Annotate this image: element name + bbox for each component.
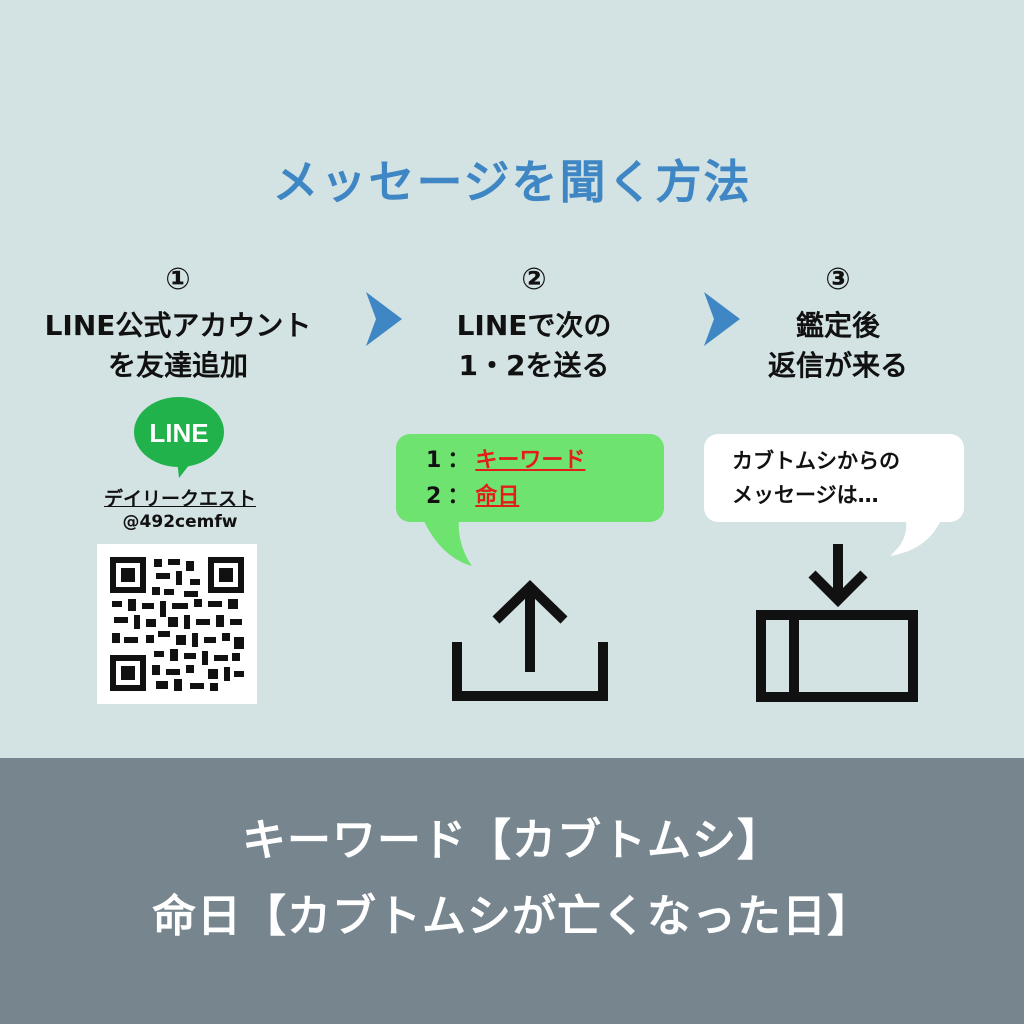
line-logo-text: LINE — [149, 418, 208, 448]
line-logo-icon[interactable]: LINE — [133, 396, 225, 484]
step-1-heading: ① LINE公式アカウント を友達追加 — [0, 262, 356, 386]
send-row-1-keyword: キーワード — [475, 448, 586, 473]
step-2-line-2: 1・2を送る — [458, 349, 610, 382]
inbox-download-icon — [756, 544, 918, 702]
bottom-band — [0, 758, 1024, 1024]
send-row-2-separator: ： — [447, 484, 470, 509]
bubble-tail-icon — [890, 512, 944, 556]
step-3-line-2: 返信が来る — [767, 349, 908, 382]
send-row-1-separator: ： — [447, 448, 470, 473]
page-title: メッセージを聞く方法 — [272, 155, 752, 209]
chevron-right-icon — [704, 292, 740, 346]
reply-message-bubble: カブトムシからの メッセージは… — [704, 434, 964, 522]
bubble-tail-icon — [420, 512, 472, 566]
send-row-1: 1：キーワード — [426, 446, 585, 476]
reply-line-1: カブトムシからの — [732, 449, 900, 473]
send-row-2-number: 2 — [426, 484, 442, 509]
step-2-number: ② — [521, 262, 547, 297]
memorial-day-line: 命日【カブトムシが亡くなった日】 — [152, 891, 872, 942]
step-3-line-1: 鑑定後 — [795, 309, 880, 342]
step-3-number: ③ — [825, 262, 851, 297]
line-account-id: @492cemfw — [122, 512, 238, 532]
send-row-1-number: 1 — [426, 448, 442, 473]
step-1-line-1: LINE公式アカウント — [44, 309, 312, 342]
line-account-name[interactable]: デイリークエスト — [103, 488, 256, 510]
step-1-number: ① — [165, 262, 191, 297]
step-1-line-2: を友達追加 — [107, 349, 248, 382]
send-row-2-keyword: 命日 — [475, 484, 520, 509]
step-2-line-1: LINEで次の — [456, 309, 612, 342]
send-message-bubble: 1：キーワード 2：命日 — [396, 434, 664, 522]
chevron-right-icon — [366, 292, 402, 346]
upload-icon — [452, 580, 608, 701]
step-3-heading: ③ 鑑定後 返信が来る — [668, 262, 1008, 386]
step-2-heading: ② LINEで次の 1・2を送る — [356, 262, 712, 386]
reply-line-2: メッセージは… — [732, 483, 879, 507]
send-row-2: 2：命日 — [426, 482, 519, 512]
qr-code-icon — [97, 544, 257, 704]
keyword-line: キーワード【カブトムシ】 — [242, 815, 782, 866]
